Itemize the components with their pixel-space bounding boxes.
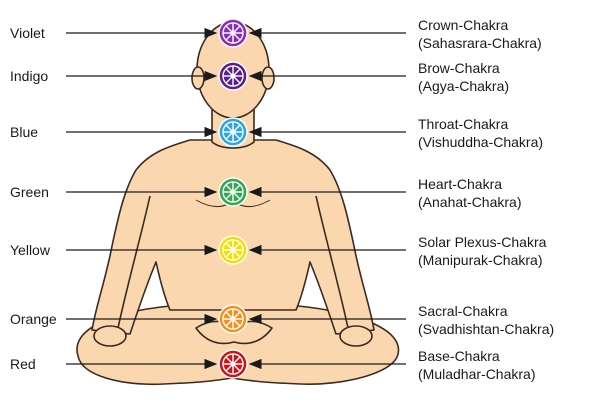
figure-right-hand xyxy=(339,325,373,347)
chakra-symbol-blue xyxy=(218,117,248,147)
chakra-name-orange: Sacral-Chakra xyxy=(418,303,508,319)
chakra-layer: Violet Crown-Chakra (Sahasrara-Chakra) Indi… xyxy=(10,17,554,382)
chakra-sanskrit-violet: (Sahasrara-Chakra) xyxy=(418,35,542,51)
chakra-symbol-green xyxy=(218,177,248,207)
color-label-orange: Orange xyxy=(10,311,57,327)
chakra-name-indigo: Brow-Chakra xyxy=(418,60,500,76)
chakra-sanskrit-indigo: (Agya-Chakra) xyxy=(418,78,509,94)
color-label-violet: Violet xyxy=(10,25,45,41)
chakra-name-yellow: Solar Plexus-Chakra xyxy=(418,234,547,250)
figure-left-hand xyxy=(93,325,127,347)
figure-right-arm xyxy=(315,195,349,329)
color-label-indigo: Indigo xyxy=(10,68,48,84)
figure-right-ear xyxy=(261,66,275,90)
color-label-yellow: Yellow xyxy=(10,242,51,258)
chakra-symbol-violet xyxy=(218,18,248,48)
chakra-sanskrit-yellow: (Manipurak-Chakra) xyxy=(418,252,542,268)
chakra-symbol-red xyxy=(218,349,248,379)
chakra-name-green: Heart-Chakra xyxy=(418,176,502,192)
chakra-name-violet: Crown-Chakra xyxy=(418,17,508,33)
color-label-green: Green xyxy=(10,184,49,200)
chakra-name-red: Base-Chakra xyxy=(418,348,500,364)
chakra-name-blue: Throat-Chakra xyxy=(418,116,508,132)
chakra-symbol-yellow xyxy=(218,235,248,265)
color-label-blue: Blue xyxy=(10,124,38,140)
chakra-sanskrit-red: (Muladhar-Chakra) xyxy=(418,366,535,382)
color-label-red: Red xyxy=(10,356,36,372)
chakra-sanskrit-blue: (Vishuddha-Chakra) xyxy=(418,134,543,150)
chakra-symbol-orange xyxy=(218,304,248,334)
chakra-sanskrit-green: (Anahat-Chakra) xyxy=(418,194,522,210)
chakra-symbol-indigo xyxy=(218,61,248,91)
figure-left-arm xyxy=(117,195,151,329)
chakra-sanskrit-orange: (Svadhishtan-Chakra) xyxy=(418,321,554,337)
figure-left-ear xyxy=(191,66,205,90)
